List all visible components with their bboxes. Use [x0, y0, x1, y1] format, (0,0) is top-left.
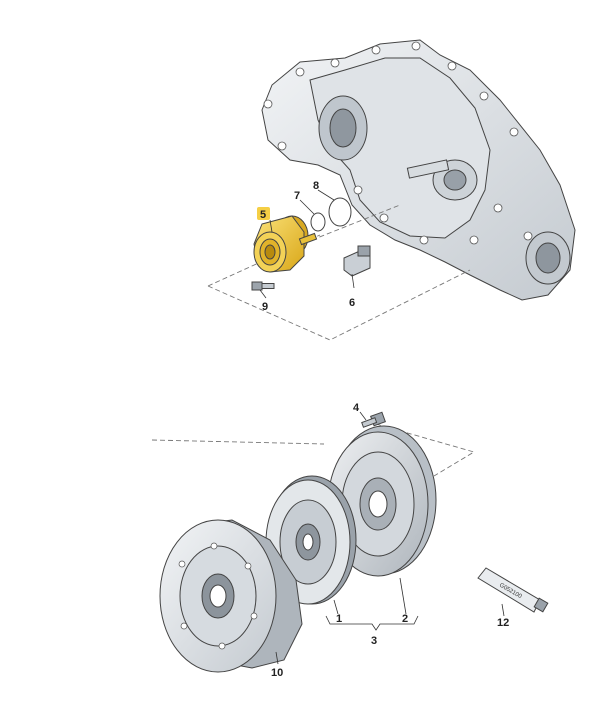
- part-5-release-bearing: [253, 215, 318, 273]
- callout-6: 6: [349, 297, 355, 309]
- callout-9: 9: [262, 301, 268, 313]
- callout-labels: 5 7 8 6 9 4 1 2 3 10 12: [257, 180, 509, 679]
- part-9-bolt: [251, 281, 275, 291]
- callout-2: 2: [402, 613, 408, 625]
- callout-5-highlight: [257, 207, 270, 220]
- part-8-o-ring: [328, 197, 352, 227]
- callout-3: 3: [371, 635, 377, 647]
- part-6-bleed-valve: [343, 245, 371, 277]
- assembly-guide-lines-top: [207, 204, 471, 341]
- leader-lines: [259, 189, 505, 665]
- part-4-bolt: [361, 411, 386, 428]
- callout-10: 10: [271, 667, 283, 679]
- callout-5: 5: [260, 209, 266, 221]
- part-10-flywheel: [159, 519, 303, 673]
- part-12-grease-tube: G052100: [477, 567, 549, 613]
- callout-4: 4: [353, 402, 360, 414]
- callout-12: 12: [497, 617, 509, 629]
- assembly-guide-lines-bottom: [151, 423, 476, 477]
- part-7-seal-ring: [310, 212, 326, 232]
- callout-7: 7: [294, 190, 300, 202]
- gearbox-housing: [261, 39, 576, 301]
- callout-8: 8: [313, 180, 319, 192]
- callout-1: 1: [336, 613, 342, 625]
